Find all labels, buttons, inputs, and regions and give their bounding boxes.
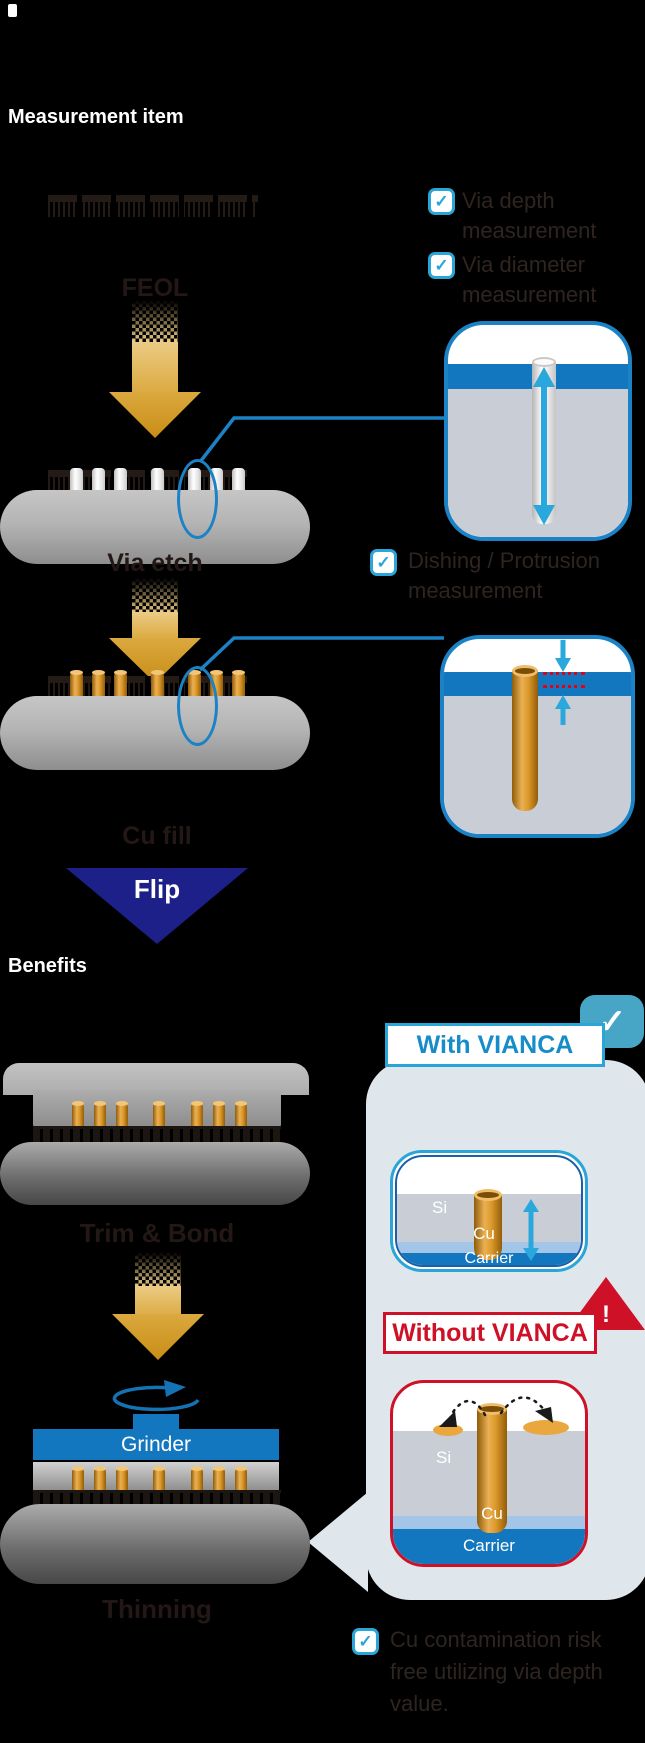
step-label-feol: FEOL (121, 274, 189, 302)
cu-via-pillar (235, 1101, 247, 1133)
cu-via-pillar (116, 1101, 128, 1133)
check-label-via-depth: Via depth measurement (462, 188, 597, 243)
wafer (0, 696, 310, 770)
carrier-label: Carrier (463, 1536, 515, 1555)
check-label-dishing: Dishing / Protrusion measurement (408, 548, 600, 603)
step-label-trim-bond: Trim & Bond (79, 1218, 235, 1248)
carrier-wafer (0, 1142, 310, 1205)
arrow-down-icon (555, 640, 571, 672)
without-vianca-title: Without VIANCA (392, 1318, 588, 1347)
cu-via-cylinder (474, 1189, 502, 1260)
vianca-panel-tail (308, 1492, 368, 1592)
without-vianca-diagram (390, 1380, 588, 1567)
process-arrow-down (109, 578, 201, 683)
without-vianca-header: Without VIANCA (383, 1312, 597, 1354)
check-glyph: ✓ (434, 255, 449, 275)
check-glyph: ✓ (434, 191, 449, 211)
cu-via-pillar (213, 1101, 225, 1133)
measurement-section-title: Measurement item (8, 106, 184, 128)
grinder-block: Grinder (33, 1429, 279, 1460)
protrusion-ref-line (543, 685, 585, 688)
wafer (0, 490, 310, 564)
feol-structure-strip (48, 195, 258, 217)
grinder-spindle (133, 1414, 179, 1430)
cu-label: Cu (473, 1224, 495, 1243)
step-label-cu-fill: Cu fill (122, 822, 192, 850)
warning-exclamation: ! (602, 1301, 610, 1328)
highlight-ellipse (177, 666, 218, 746)
cu-via-pillar (72, 1101, 84, 1133)
flip-label: Flip (133, 874, 181, 904)
protrusion-ref-line (543, 672, 585, 675)
check-icon: ✓ (370, 549, 397, 576)
check-glyph: ✓ (376, 552, 391, 572)
check-icon: ✓ (428, 188, 455, 215)
step-label-via-etch: Via etch (107, 549, 203, 577)
cu-via-pillar (94, 1101, 106, 1133)
arrow-up-icon (555, 695, 571, 725)
cu-contamination-spot (523, 1420, 569, 1435)
process-arrow-down (112, 1252, 204, 1360)
check-icon: ✓ (428, 252, 455, 279)
cu-label: Cu (481, 1504, 503, 1523)
si-label: Si (436, 1448, 452, 1467)
step-label-thinning: Thinning (102, 1594, 212, 1624)
cu-via-cylinder (512, 665, 538, 811)
carrier-wafer (0, 1504, 310, 1584)
si-label: Si (432, 1198, 448, 1217)
cu-via-cylinder (477, 1403, 507, 1533)
grinder-label: Grinder (120, 1433, 192, 1456)
carrier-label: Carrier (464, 1250, 514, 1267)
check-glyph: ✓ (358, 1631, 373, 1651)
check-icon: ✓ (352, 1628, 379, 1655)
process-arrow-down (109, 300, 201, 438)
highlight-ellipse (177, 459, 218, 539)
contamination-arrows (439, 1396, 553, 1427)
with-vianca-title: With VIANCA (416, 1030, 574, 1059)
cu-via-pillar (153, 1101, 165, 1133)
rotation-arrow-icon (112, 1380, 200, 1412)
artifact-dot (8, 4, 17, 17)
cu-via-pillar (191, 1101, 203, 1133)
via-depth-arrow-icon (523, 1199, 539, 1261)
dishing-zoom-view (440, 635, 635, 838)
via-depth-zoom-view (444, 321, 632, 541)
benefits-section-title: Benefits (8, 955, 87, 977)
with-vianca-header: With VIANCA (385, 1023, 605, 1067)
via-depth-arrow-icon (533, 367, 555, 525)
benefit-note: Cu contamination risk free utilizing via… (390, 1627, 603, 1716)
with-vianca-diagram (390, 1150, 588, 1272)
check-label-via-diameter: Via diameter measurement (462, 252, 597, 307)
flipped-wafer-top (3, 1063, 309, 1095)
